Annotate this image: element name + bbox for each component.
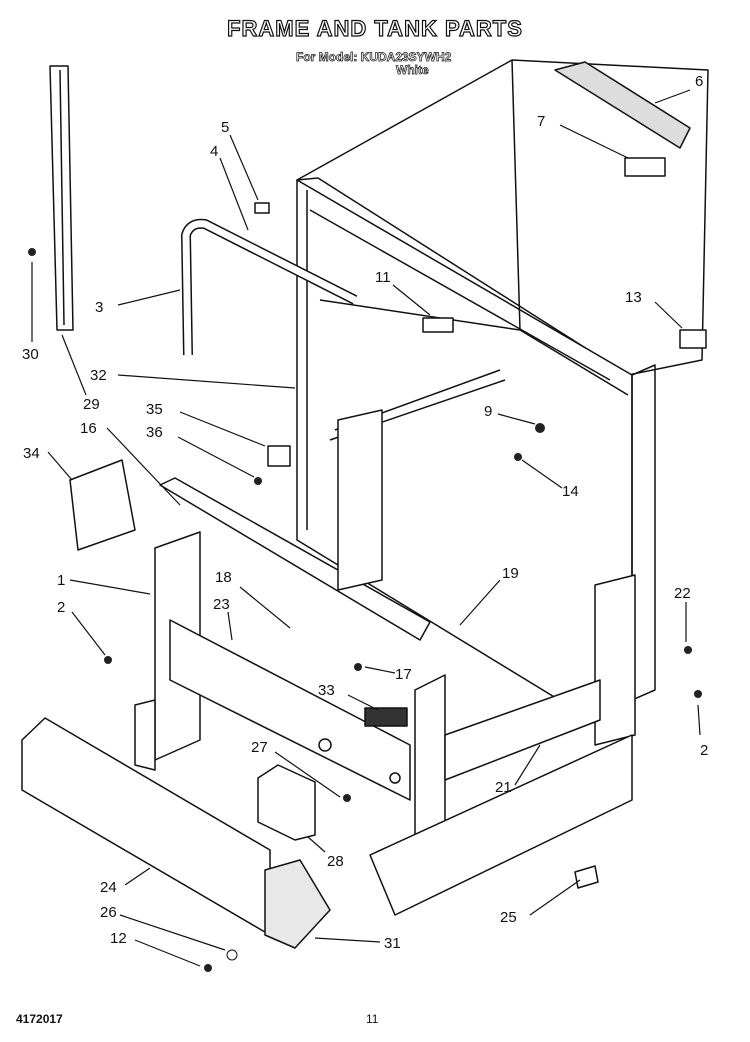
callout-33: 33 (318, 682, 335, 699)
part-31-insulation (264, 859, 331, 949)
callout-16: 16 (80, 420, 97, 437)
callout-3: 3 (95, 299, 103, 316)
callout-29: 29 (83, 396, 100, 413)
callout-12: 12 (110, 930, 127, 947)
part-16-crossbar (159, 477, 431, 641)
part-33-pad (364, 707, 408, 727)
model-line: For Model: KUDA23SYWH2 (296, 50, 452, 65)
document-number: 4172017 (16, 1012, 63, 1026)
callout-7: 7 (537, 113, 545, 130)
callout-36: 36 (146, 424, 163, 441)
callout-24: 24 (100, 879, 117, 896)
part-35-clip (267, 445, 291, 467)
part-13-bracket (679, 329, 707, 349)
callout-32: 32 (90, 367, 107, 384)
callout-31: 31 (384, 935, 401, 952)
callout-14: 14 (562, 483, 579, 500)
callout-labels: 1 2 2 3 4 5 6 7 9 11 12 13 14 16 17 18 1… (22, 73, 708, 952)
callout-11: 11 (375, 269, 391, 286)
callout-22: 22 (674, 585, 691, 602)
callout-27: 27 (251, 739, 268, 756)
callout-2-right: 2 (700, 742, 708, 759)
tank-body (296, 59, 709, 721)
color-line: White (396, 63, 429, 78)
callout-4: 4 (210, 143, 218, 160)
callout-35: 35 (146, 401, 163, 418)
callout-9: 9 (484, 403, 492, 420)
part-21-right-frame (337, 409, 636, 916)
part-28-box (257, 764, 316, 841)
callout-34: 34 (23, 445, 40, 462)
leader-lines (31, 89, 701, 967)
callout-5: 5 (221, 119, 229, 136)
part-29-side-strip (49, 65, 74, 331)
part-11-clip (422, 317, 454, 333)
callout-21: 21 (495, 779, 512, 796)
callout-30: 30 (22, 346, 39, 363)
part-3-tube (181, 218, 358, 356)
callout-13: 13 (625, 289, 642, 306)
page-number: 11 (366, 1012, 379, 1026)
part-6-gasket (554, 61, 691, 149)
part-23-rail (169, 619, 411, 801)
callout-23: 23 (213, 596, 230, 613)
callout-19: 19 (502, 565, 519, 582)
callout-28: 28 (327, 853, 344, 870)
callout-18: 18 (215, 569, 232, 586)
part-5-plug (254, 202, 270, 214)
page-title: FRAME AND TANK PARTS (226, 15, 523, 41)
fasteners (28, 248, 702, 972)
callout-6: 6 (695, 73, 703, 90)
callout-26: 26 (100, 904, 117, 921)
part-7-clip (624, 157, 666, 177)
callout-2: 2 (57, 599, 65, 616)
callout-25: 25 (500, 909, 517, 926)
part-34-bracket (69, 459, 136, 551)
callout-17: 17 (395, 666, 412, 683)
part-25-leveling-leg (574, 865, 599, 889)
callout-1: 1 (57, 572, 65, 589)
